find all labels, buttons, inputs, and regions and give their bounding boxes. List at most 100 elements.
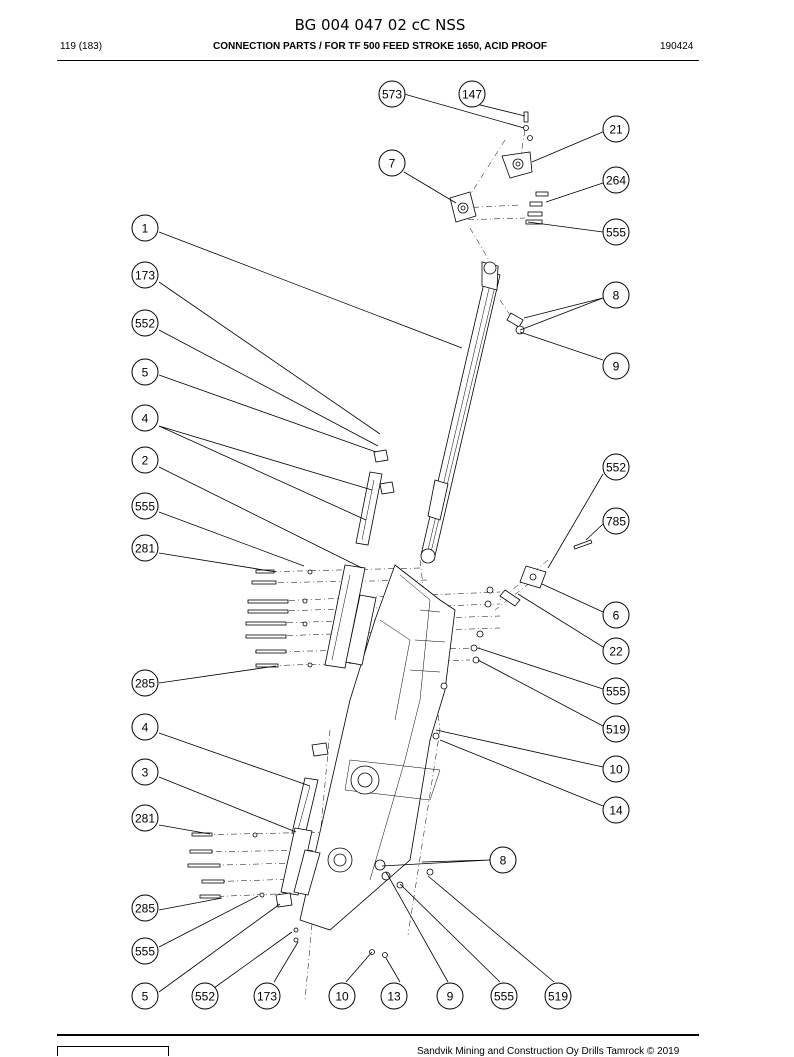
callout-785: 785: [602, 507, 630, 535]
svg-text:8: 8: [613, 289, 620, 303]
callout-9: 9: [436, 982, 464, 1010]
svg-text:285: 285: [135, 677, 155, 691]
callout-10: 10: [328, 982, 356, 1010]
leader-lines: [158, 93, 606, 993]
svg-text:552: 552: [195, 990, 215, 1004]
svg-text:281: 281: [135, 812, 155, 826]
callout-2: 2: [131, 446, 159, 474]
top-hardware: [506, 111, 549, 335]
svg-text:3: 3: [142, 766, 149, 780]
callouts: 573 147 21 7 264 555 1 8 173 552 9 5 4 2…: [131, 80, 630, 1010]
svg-text:555: 555: [606, 685, 626, 699]
callout-8: 8: [489, 846, 517, 874]
svg-text:6: 6: [613, 609, 620, 623]
callout-13: 13: [380, 982, 408, 1010]
assembly-drawing: [187, 111, 593, 1001]
svg-text:14: 14: [609, 804, 623, 818]
callout-285: 285: [131, 894, 159, 922]
svg-text:9: 9: [613, 360, 620, 374]
callout-1: 1: [131, 214, 159, 242]
callout-573: 573: [378, 80, 406, 108]
callout-3: 3: [131, 758, 159, 786]
svg-text:21: 21: [609, 123, 623, 137]
callout-9: 9: [602, 352, 630, 380]
callout-555: 555: [131, 937, 159, 965]
callout-555: 555: [131, 492, 159, 520]
bolt-array-upper: [245, 569, 313, 668]
callout-173: 173: [253, 982, 281, 1010]
bolt-array-lower: [187, 832, 265, 899]
callout-555: 555: [602, 218, 630, 246]
callout-6: 6: [602, 601, 630, 629]
callout-8: 8: [602, 281, 630, 309]
svg-text:281: 281: [135, 542, 155, 556]
svg-text:285: 285: [135, 902, 155, 916]
callout-5: 5: [131, 982, 159, 1010]
right-clamp: [470, 539, 593, 664]
svg-text:22: 22: [609, 645, 623, 659]
callout-264: 264: [602, 166, 630, 194]
callout-4: 4: [131, 713, 159, 741]
svg-text:10: 10: [335, 990, 349, 1004]
top-plate: [501, 151, 533, 179]
callout-552: 552: [191, 982, 219, 1010]
svg-text:552: 552: [606, 461, 626, 475]
svg-text:10: 10: [609, 763, 623, 777]
svg-text:8: 8: [500, 854, 507, 868]
footer-rule: [57, 1034, 699, 1036]
top-bracket: [449, 191, 477, 223]
callout-10: 10: [602, 755, 630, 783]
callout-519: 519: [602, 715, 630, 743]
svg-text:2: 2: [142, 454, 149, 468]
svg-text:4: 4: [142, 721, 149, 735]
svg-text:173: 173: [135, 269, 155, 283]
callout-519: 519: [544, 982, 572, 1010]
callout-555: 555: [602, 677, 630, 705]
upper-slide-rail: [324, 449, 395, 669]
svg-text:4: 4: [142, 412, 149, 426]
svg-text:555: 555: [135, 500, 155, 514]
svg-text:519: 519: [548, 990, 568, 1004]
callout-147: 147: [458, 80, 486, 108]
document-title: BG 004 047 02 cC NSS: [294, 16, 466, 34]
callout-281: 281: [131, 534, 159, 562]
callout-285: 285: [131, 669, 159, 697]
callout-281: 281: [131, 804, 159, 832]
svg-text:5: 5: [142, 990, 149, 1004]
svg-text:264: 264: [606, 174, 626, 188]
svg-text:13: 13: [387, 990, 401, 1004]
svg-text:552: 552: [135, 317, 155, 331]
document-subtitle: CONNECTION PARTS / FOR TF 500 FEED STROK…: [213, 41, 547, 52]
footer-copyright: Sandvik Mining and Construction Oy Drill…: [417, 1046, 680, 1057]
callout-21: 21: [602, 115, 630, 143]
callout-552: 552: [602, 453, 630, 481]
callout-4: 4: [131, 404, 159, 432]
svg-text:147: 147: [462, 88, 482, 102]
callout-5: 5: [131, 358, 159, 386]
feed-frame: [299, 564, 456, 931]
svg-text:7: 7: [389, 157, 396, 171]
lower-slide-rail: [275, 742, 329, 908]
svg-text:173: 173: [257, 990, 277, 1004]
callout-7: 7: [378, 149, 406, 177]
page-number: 119 (183): [60, 41, 103, 52]
svg-text:555: 555: [135, 945, 155, 959]
callout-22: 22: [602, 637, 630, 665]
svg-text:555: 555: [494, 990, 514, 1004]
svg-text:519: 519: [606, 723, 626, 737]
document-date: 190424: [660, 41, 694, 52]
svg-text:785: 785: [606, 515, 626, 529]
callout-555: 555: [490, 982, 518, 1010]
cylinder-body: [420, 261, 501, 564]
header-rule: [57, 60, 699, 61]
callout-552: 552: [131, 309, 159, 337]
svg-text:9: 9: [447, 990, 454, 1004]
brand-logo: [57, 1046, 169, 1056]
callout-173: 173: [131, 261, 159, 289]
svg-text:5: 5: [142, 366, 149, 380]
svg-text:573: 573: [382, 88, 402, 102]
lower-hardware: [293, 682, 448, 958]
callout-14: 14: [602, 796, 630, 824]
svg-text:1: 1: [142, 222, 149, 236]
